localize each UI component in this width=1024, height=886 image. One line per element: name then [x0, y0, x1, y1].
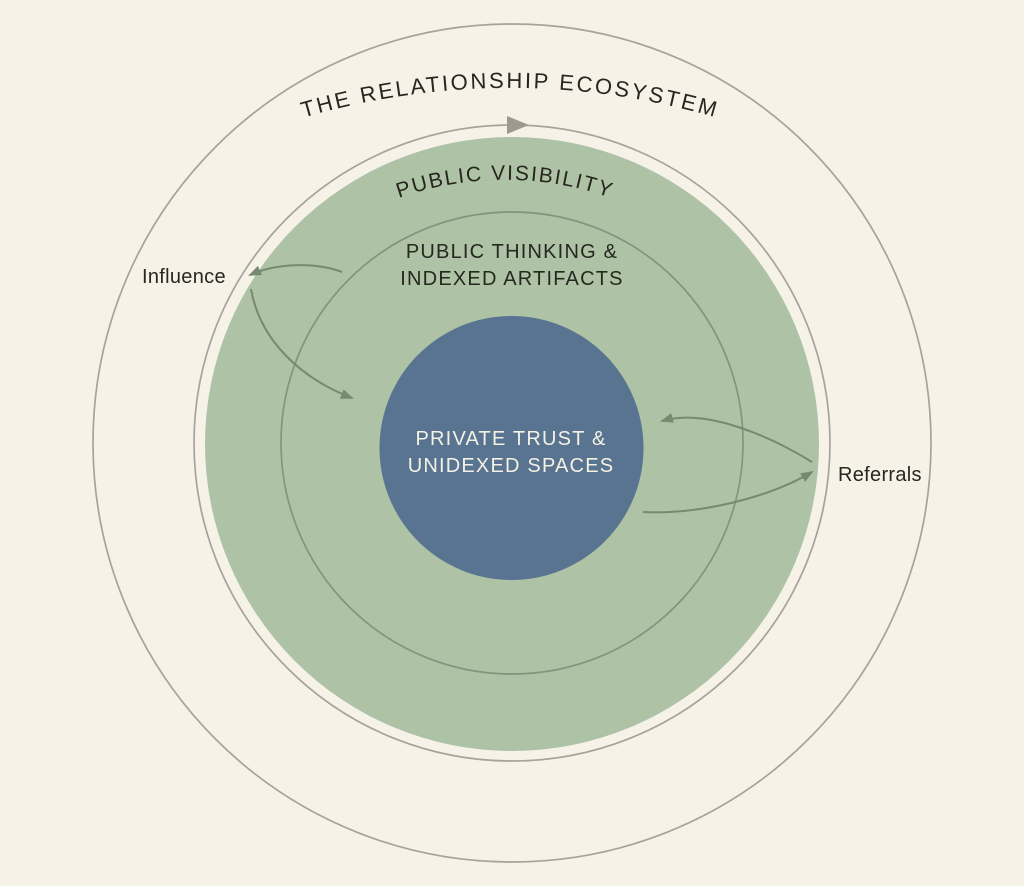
referrals-label: Referrals: [838, 464, 922, 486]
arrow-referrals-to-core: [660, 413, 813, 463]
arrow-influence-to-core: [250, 288, 354, 399]
influence-label: Influence: [142, 266, 226, 288]
private-trust-circle: [379, 316, 644, 580]
ecosystem-outer-circle: [92, 23, 932, 863]
public-thinking-circle: [280, 211, 744, 675]
private-trust-label-line1: PRIVATE TRUST &: [416, 428, 607, 450]
arrow-ring-to-influence: [248, 264, 343, 276]
public-thinking-label-line1: PUBLIC THINKING &: [406, 241, 618, 263]
private-trust-label-line2: UNIDEXED SPACES: [408, 455, 615, 477]
arrow-core-to-referrals: [642, 470, 814, 514]
cycle-arrowhead-icon: [507, 116, 529, 134]
public-thinking-label-line2: INDEXED ARTIFACTS: [400, 268, 623, 290]
